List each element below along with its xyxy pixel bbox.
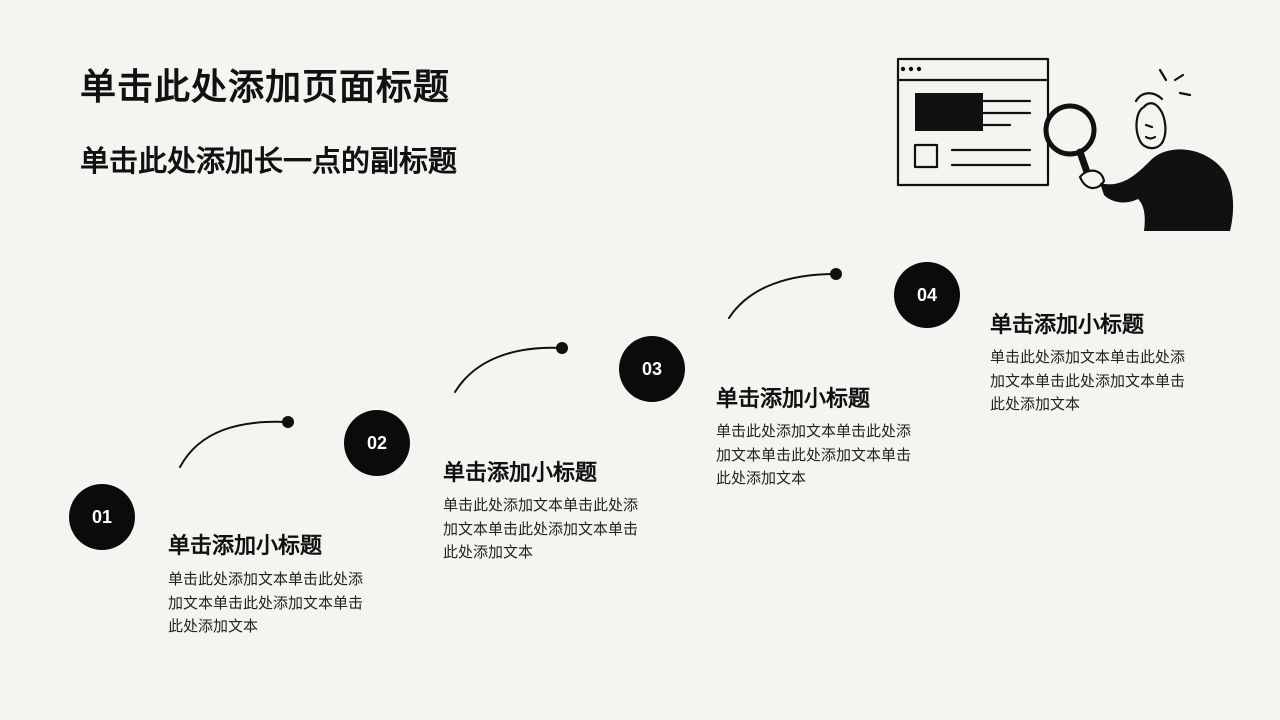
step-body-text[interactable]: 单击此处添加文本单击此处添加文本单击此处添加文本单击此处添加文本 [716,422,912,487]
step-body-text[interactable]: 单击此处添加文本单击此处添加文本单击此处添加文本单击此处添加文本 [168,570,364,635]
step-heading[interactable]: 单击添加小标题 [443,461,598,486]
page-subtitle[interactable]: 单击此处添加长一点的副标题 [80,144,458,178]
step-body-text[interactable]: 单击此处添加文本单击此处添加文本单击此处添加文本单击此处添加文本 [443,496,639,561]
step-number-badge: 01 [69,484,135,550]
step-body-text[interactable]: 单击此处添加文本单击此处添加文本单击此处添加文本单击此处添加文本 [990,348,1186,413]
step-number-badge: 03 [619,336,685,402]
step-heading[interactable]: 单击添加小标题 [990,313,1145,338]
step-number-badge: 02 [344,410,410,476]
step-number-badge: 04 [894,262,960,328]
step-heading[interactable]: 单击添加小标题 [716,387,871,412]
page-title[interactable]: 单击此处添加页面标题 [80,67,451,108]
person-with-magnifier-browser-window-icon [896,57,1234,231]
step-heading[interactable]: 单击添加小标题 [168,534,323,559]
